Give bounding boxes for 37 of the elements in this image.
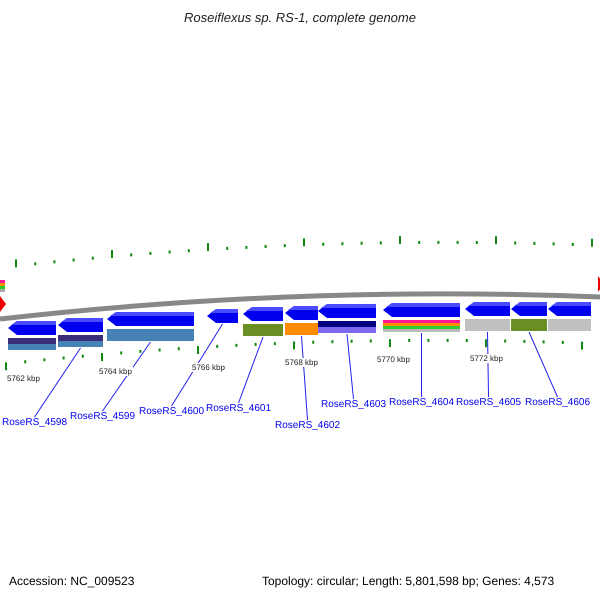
scale-label: 5762 kbp (6, 374, 41, 383)
gene-feature (548, 302, 591, 332)
gene-label: RoseRS_4605 (456, 397, 522, 408)
leader-line (421, 332, 422, 398)
leader-line (171, 324, 223, 406)
scale-label: 5764 kbp (98, 367, 133, 376)
scale-label: 5766 kbp (191, 363, 226, 372)
leader-line (487, 332, 490, 398)
gene-label: RoseRS_4602 (275, 420, 340, 431)
gene-feature (383, 303, 460, 333)
gene-label: RoseRS_4598 (2, 417, 68, 428)
leader-line (301, 336, 308, 420)
footer-text: Topology: circular; Length: 5,801,598 bp; Genes: 4,573 (262, 574, 554, 588)
gene-feature (318, 304, 376, 334)
title: Roseiflexus sp. RS-1, complete genome (183, 10, 417, 25)
scale-label: 5768 kbp (284, 358, 319, 367)
leader-line (528, 332, 558, 398)
gene-feature (207, 309, 238, 324)
gene-feature (58, 318, 103, 348)
gene-feature (8, 321, 56, 351)
gene-feature (107, 312, 194, 342)
leader-line (238, 336, 264, 404)
gene-feature (511, 302, 547, 332)
scale-label: 5770 kbp (376, 355, 411, 364)
footer-text: Accession: NC_009523 (9, 574, 134, 588)
scale-label: 5772 kbp (469, 354, 504, 363)
gene-label: RoseRS_4606 (525, 397, 590, 408)
gene-label: RoseRS_4600 (139, 406, 204, 417)
gene-label: RoseRS_4599 (70, 411, 136, 422)
gene-label: RoseRS_4604 (389, 397, 454, 408)
leader-line (102, 342, 151, 412)
leader-line (346, 334, 354, 400)
gene-feature (285, 306, 318, 336)
gene-label: RoseRS_4601 (206, 403, 272, 414)
gene-feature (243, 307, 283, 337)
gene-label: RoseRS_4603 (321, 399, 386, 410)
gene-feature (465, 302, 510, 332)
